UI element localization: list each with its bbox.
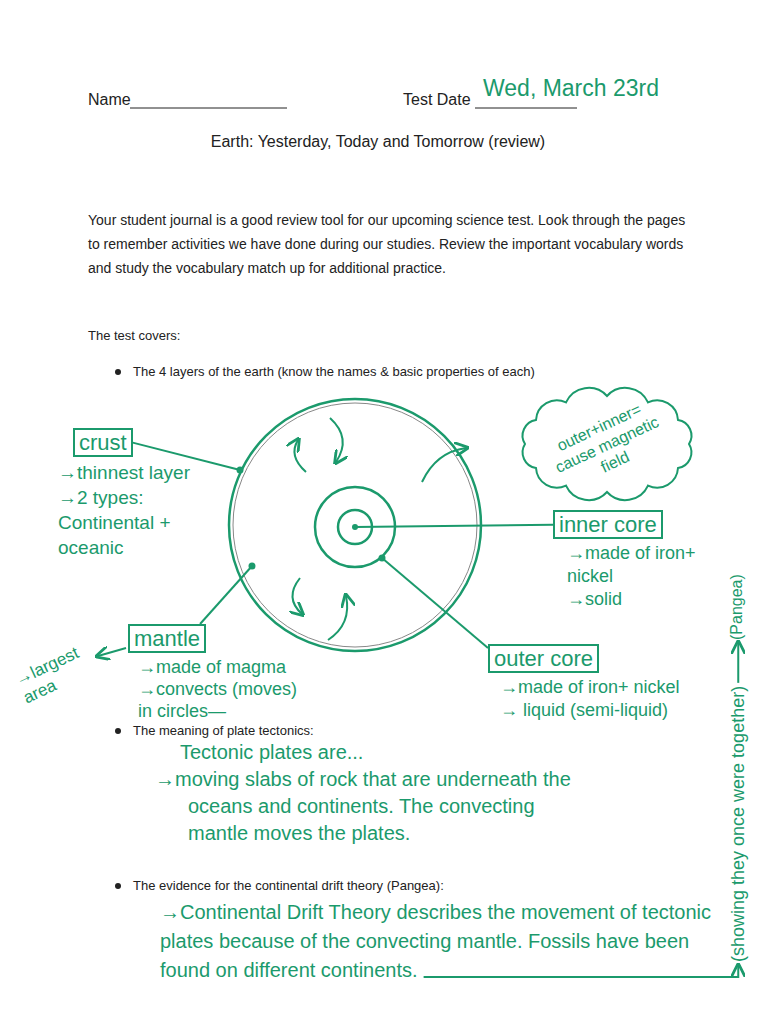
handwritten-note: →largest area [12,638,101,708]
layer-label: mantle →made of magma→convects (moves) in… [128,624,310,722]
cloud-text: outer+inner= cause magnetic field [541,393,672,495]
bullet [115,369,121,375]
leader-line [382,558,488,648]
note-arrow [737,643,739,683]
vertical-note: (Pangea) [727,574,747,640]
layer-label: crust →thinnest layer→2 types: Continenta… [58,428,193,560]
convection-arrow [422,448,466,482]
convection-arrow [330,418,343,462]
name-field: Name [88,90,131,110]
handwritten-note: →Continental Drift Theory describes the … [160,898,730,985]
layer-name-box: mantle [128,624,206,653]
handwritten-note: Tectonic plates are... [180,740,363,765]
layer-name-box: outer core [488,644,599,673]
date-blank [475,108,577,109]
bullet [115,883,121,889]
leader-dot [379,555,386,562]
name-blank [130,108,287,109]
layer-property: →made of magma [138,656,310,678]
layer-label: inner core →made of iron+ nickel→solid [553,510,718,611]
bullet-item: The evidence for the continental drift t… [133,878,444,894]
bullet-item: The 4 layers of the earth (know the name… [133,364,563,380]
layer-property: →convects (moves) in circles— [138,678,310,722]
layer-property: →thinnest layer [58,460,193,485]
leader-dot [249,563,256,570]
handwritten-note: →moving slabs of rock that are underneat… [155,766,588,847]
layer-property: →made of iron+ nickel [567,542,718,588]
cloud-callout: outer+inner= cause magnetic field [512,384,702,504]
layer-property: →made of iron+ nickel [500,676,703,699]
test-date: Wed, March 23rd [483,74,659,103]
leader-dot [237,467,244,474]
layer-label: outer core →made of iron+ nickel→ liquid … [488,644,703,722]
leader-line [200,566,252,624]
date-field: Test Date [403,90,471,110]
bullet-item: The meaning of plate tectonics: [133,723,314,739]
convection-arrow [294,440,306,472]
bullet [115,728,121,734]
worksheet-title: Earth: Yesterday, Today and Tomorrow (re… [0,132,756,152]
cloud-shape [523,388,692,500]
vertical-note: (showing they once were together) [727,686,750,962]
instructions: Your student journal is a good review to… [88,208,688,280]
layer-name-box: inner core [553,510,663,539]
cloud-body: outer+inner= cause magnetic field [512,384,702,504]
largest-arrow [98,648,126,656]
layer-property: →2 types: Continental + oceanic [58,485,193,560]
leader-line [355,525,553,527]
layer-property: →solid [567,588,718,611]
convection-arrow [292,578,302,614]
layer-property: → liquid (semi-liquid) [500,699,703,722]
convection-arrow [328,596,347,640]
section-heading: The test covers: [88,328,180,344]
layer-name-box: crust [73,428,133,457]
note-arrow [424,966,739,977]
